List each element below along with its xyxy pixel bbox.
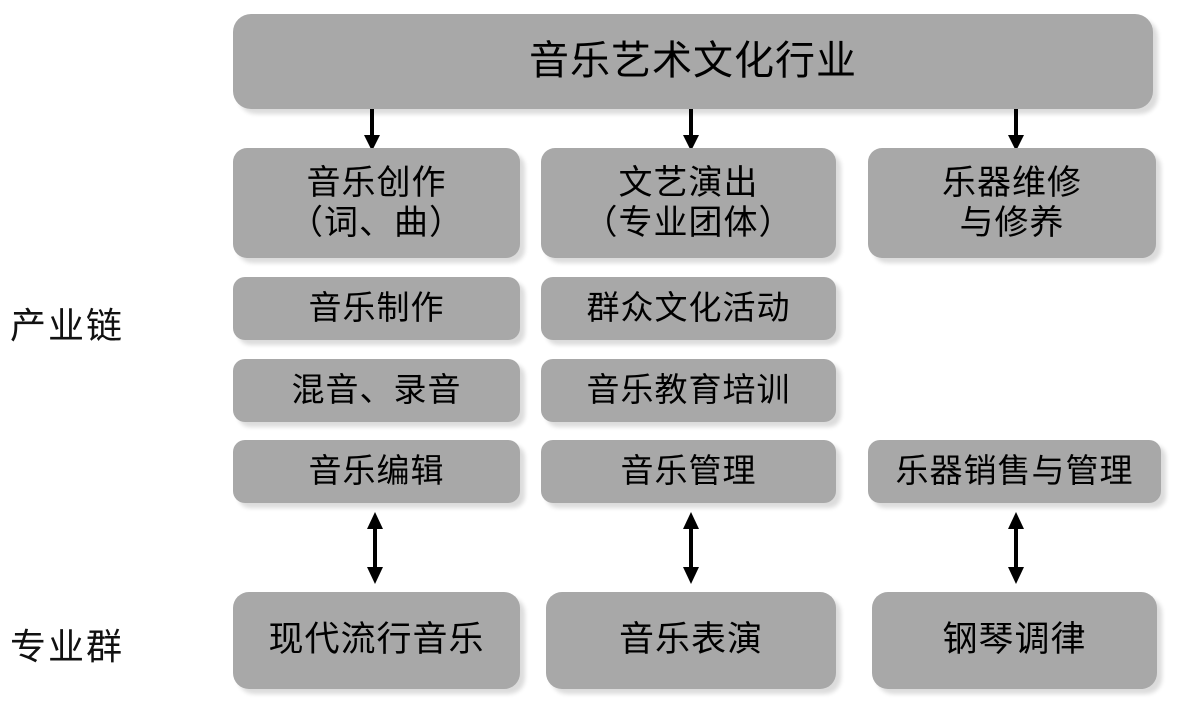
node-piano-tuning: 钢琴调律 [872, 592, 1157, 689]
node-music-editing: 音乐编辑 [233, 440, 520, 503]
node-mixing-recording: 混音、录音 [233, 359, 520, 422]
arrow-root-to-arts-performance [679, 109, 703, 151]
node-mass-cultural-activities: 群众文化活动 [541, 277, 836, 340]
arrow-bidirectional-music-creation [363, 512, 387, 584]
node-modern-pop-music: 现代流行音乐 [233, 592, 520, 689]
node-music-management: 音乐管理 [541, 440, 836, 503]
root-node-music-arts-culture-industry: 音乐艺术文化行业 [233, 14, 1153, 109]
node-music-production: 音乐制作 [233, 277, 520, 340]
row-label-professional-cluster: 专业群 [10, 627, 125, 668]
arrow-bidirectional-arts-performance [679, 512, 703, 584]
node-music-performance: 音乐表演 [546, 592, 836, 689]
node-music-education-training: 音乐教育培训 [541, 359, 836, 422]
arrow-root-to-instrument-service [1004, 109, 1028, 151]
node-music-creation-head: 音乐创作 （词、曲） [233, 148, 520, 258]
arrow-bidirectional-instrument-service [1004, 512, 1028, 584]
node-instrument-repair-maintenance: 乐器维修 与修养 [868, 148, 1156, 258]
node-instrument-sales-management: 乐器销售与管理 [868, 440, 1161, 503]
arrow-root-to-music-creation [360, 109, 384, 151]
row-label-industry-chain: 产业链 [10, 306, 125, 347]
node-arts-performance-head: 文艺演出 （专业团体） [541, 148, 836, 258]
